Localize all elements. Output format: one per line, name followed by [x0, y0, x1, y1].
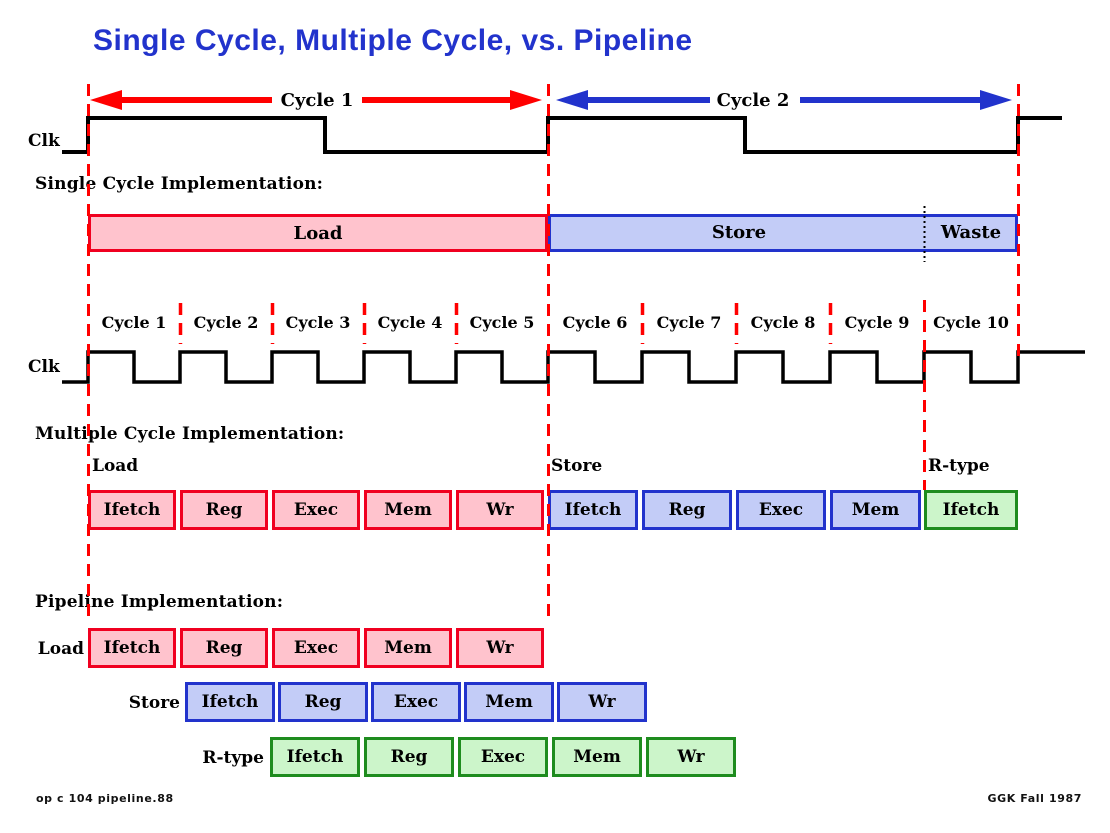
- slow-clock-waveform: [62, 116, 1062, 154]
- cycle-label-4: Cycle 4: [377, 313, 443, 332]
- pl-store-stage-wr: Wr: [557, 682, 647, 722]
- single-cycle-store-bar: Store Waste: [548, 214, 1018, 252]
- mc-rtype-stage-ifetch: Ifetch: [924, 490, 1018, 530]
- cycle2-arrowhead-left-icon: [556, 90, 588, 110]
- mc-load-label: Load: [92, 456, 139, 476]
- cycle-label-9: Cycle 9: [844, 313, 910, 332]
- pl-rtype-stage-wr: Wr: [646, 737, 736, 777]
- footer-right: GGK Fall 1987: [987, 792, 1082, 805]
- single-cycle-load-bar: Load: [88, 214, 548, 252]
- mc-load-stage-reg: Reg: [180, 490, 268, 530]
- mc-rtype-label: R-type: [928, 456, 990, 476]
- mc-store-stage-ifetch: Ifetch: [548, 490, 638, 530]
- pl-store-stage-exec: Exec: [371, 682, 461, 722]
- pl-store-stage-ifetch: Ifetch: [185, 682, 275, 722]
- pl-rtype-stage-reg: Reg: [364, 737, 454, 777]
- page-title: Single Cycle, Multiple Cycle, vs. Pipeli…: [93, 24, 693, 57]
- cycle2-arrowhead-right-icon: [980, 90, 1012, 110]
- mc-load-stage-mem: Mem: [364, 490, 452, 530]
- pipeline-heading: Pipeline Implementation:: [35, 592, 284, 612]
- cycle2-arrow-label: Cycle 2: [716, 90, 790, 111]
- cycle-label-5: Cycle 5: [469, 313, 535, 332]
- pl-store-stage-mem: Mem: [464, 682, 554, 722]
- pl-store-label: Store: [128, 693, 180, 713]
- pl-rtype-stage-mem: Mem: [552, 737, 642, 777]
- mc-load-stage-wr: Wr: [456, 490, 544, 530]
- cycle-label-10: Cycle 10: [933, 313, 1009, 332]
- pl-load-stage-mem: Mem: [364, 628, 452, 668]
- cycle1-arrowhead-left-icon: [90, 90, 122, 110]
- pl-load-stage-exec: Exec: [272, 628, 360, 668]
- cycle-label-8: Cycle 8: [750, 313, 816, 332]
- cycle-label-1: Cycle 1: [101, 313, 167, 332]
- cycle-label-3: Cycle 3: [285, 313, 351, 332]
- pl-load-stage-ifetch: Ifetch: [88, 628, 176, 668]
- fast-clock-waveform: [62, 350, 1085, 384]
- cycle-label-2: Cycle 2: [193, 313, 259, 332]
- mc-store-label: Store: [551, 456, 603, 476]
- cycle-label-6: Cycle 6: [562, 313, 628, 332]
- footer-left: op c 104 pipeline.88: [36, 792, 174, 805]
- multiple-cycle-heading: Multiple Cycle Implementation:: [35, 424, 345, 444]
- cycle1-arrowhead-right-icon: [510, 90, 542, 110]
- pl-load-label: Load: [37, 639, 84, 659]
- single-cycle-store-label: Store: [711, 222, 767, 243]
- cycle1-arrow-label: Cycle 1: [280, 90, 354, 111]
- pl-rtype-stage-exec: Exec: [458, 737, 548, 777]
- single-cycle-waste-label: Waste: [940, 222, 1002, 243]
- pl-load-stage-reg: Reg: [180, 628, 268, 668]
- mc-store-stage-reg: Reg: [642, 490, 732, 530]
- pl-rtype-stage-ifetch: Ifetch: [270, 737, 360, 777]
- single-cycle-heading: Single Cycle Implementation:: [35, 174, 324, 194]
- mc-load-stage-ifetch: Ifetch: [88, 490, 176, 530]
- pl-store-stage-reg: Reg: [278, 682, 368, 722]
- clk-label-top: Clk: [28, 131, 60, 151]
- clk-label-fast: Clk: [28, 357, 60, 377]
- mc-load-stage-exec: Exec: [272, 490, 360, 530]
- mc-store-stage-exec: Exec: [736, 490, 826, 530]
- pl-rtype-label: R-type: [202, 748, 264, 768]
- cycle-label-7: Cycle 7: [656, 313, 722, 332]
- pl-load-stage-wr: Wr: [456, 628, 544, 668]
- single-cycle-load-label: Load: [293, 222, 343, 244]
- mc-store-stage-mem: Mem: [830, 490, 921, 530]
